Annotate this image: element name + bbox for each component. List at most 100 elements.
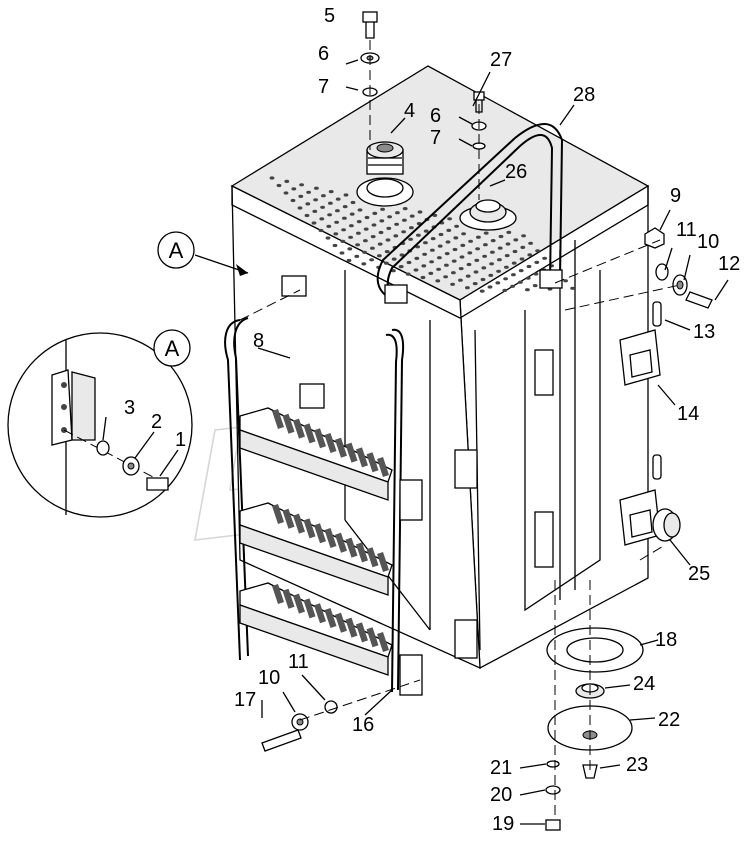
callout-21: 21 (490, 757, 512, 779)
perforation-hole (284, 179, 290, 183)
perforation-hole (483, 231, 489, 235)
callout-23: 23 (626, 754, 648, 776)
perforation-hole (371, 223, 377, 227)
ladder-step (239, 502, 393, 596)
perforation-hole (348, 235, 353, 239)
callout-26: 26 (505, 161, 527, 183)
perforation-hole (363, 227, 369, 231)
perforation-hole (454, 224, 459, 228)
perforation-hole (349, 224, 354, 228)
perforation-hole (528, 241, 533, 245)
perforation-hole (511, 273, 516, 277)
perforation-hole (498, 234, 504, 239)
perforation-hole (473, 270, 479, 274)
leader-lines (102, 59, 729, 825)
svg-text:A: A (165, 336, 180, 361)
perforation-hole (496, 269, 501, 273)
perforation-hole (445, 240, 451, 244)
callout-28: 28 (573, 84, 595, 106)
perforation-hole (405, 272, 411, 276)
perforation-hole (479, 289, 485, 293)
perforation-hole (451, 271, 456, 275)
perforation-hole (391, 257, 397, 261)
perforation-hole (417, 210, 423, 214)
perforation-hole (385, 238, 391, 242)
perforation-hole (570, 286, 575, 290)
perforation-hole (444, 263, 449, 267)
perforation-hole (356, 220, 362, 224)
callout-2: 2 (151, 411, 162, 433)
perforation-hole (487, 285, 493, 289)
callout-24: 24 (633, 673, 655, 695)
perforation-hole (438, 232, 444, 237)
perforation-hole (402, 218, 407, 222)
perforation-hole (436, 267, 441, 271)
callout-13: 13 (693, 321, 715, 343)
detail-marker-inset: A (153, 329, 191, 367)
perforation-hole (476, 235, 481, 239)
perforation-hole (437, 244, 443, 248)
perforation-hole (387, 215, 392, 219)
perforation-hole (432, 213, 438, 217)
perforation-hole (518, 269, 524, 273)
perforation-hole (482, 254, 487, 258)
perforation-hole (422, 252, 427, 256)
perforation-hole (313, 198, 318, 202)
perforation-hole (320, 205, 325, 209)
ladder-steps (239, 407, 393, 676)
perforation-hole (416, 233, 421, 237)
perforation-hole (398, 265, 404, 269)
assembly-lines (239, 40, 681, 820)
perforation-hole (475, 247, 480, 251)
perforation-hole (401, 230, 406, 234)
perforation-hole (533, 272, 539, 276)
callout-8: 8 (253, 330, 264, 352)
callout-4: 4 (404, 100, 415, 122)
perforation-hole (413, 268, 419, 272)
callout-12: 12 (718, 253, 740, 275)
perforation-hole (355, 243, 360, 247)
perforation-hole (327, 213, 332, 217)
perforation-hole (364, 215, 370, 220)
perforation-hole (458, 267, 464, 271)
perforation-hole (563, 279, 568, 283)
callout-7: 7 (430, 127, 441, 149)
perforation-hole (450, 282, 455, 286)
perforation-hole (490, 239, 496, 243)
perforation-hole (423, 229, 429, 233)
fuel-sender (459, 199, 517, 231)
perforation-hole (447, 217, 452, 221)
perforation-hole (377, 242, 383, 246)
perforation-hole (452, 247, 458, 252)
perforation-hole (520, 245, 526, 249)
detail-a-inset (7, 332, 193, 518)
hinge-brackets (619, 301, 681, 546)
perforation-hole (386, 226, 392, 230)
filler-cap (356, 141, 414, 207)
perforation-hole (362, 250, 367, 254)
callout-11: 11 (676, 219, 697, 241)
perforation-hole (379, 219, 385, 223)
perforation-hole (460, 243, 466, 247)
perforation-hole (311, 221, 317, 225)
perforation-hole (384, 250, 390, 254)
perforation-hole (409, 226, 414, 230)
ladder-step (239, 407, 393, 501)
perforation-hole (343, 193, 349, 197)
perforation-hole (335, 197, 341, 201)
callout-20: 20 (490, 784, 512, 806)
perforation-hole (363, 239, 368, 243)
perforation-hole (519, 257, 525, 261)
perforation-hole (370, 235, 376, 239)
perforation-hole (391, 269, 396, 273)
perforation-hole (318, 228, 324, 233)
perforation-hole (506, 230, 512, 234)
perforation-hole (393, 234, 399, 238)
perforation-hole (534, 260, 540, 264)
callout-27: 27 (490, 49, 512, 71)
perforation-hole (421, 264, 427, 268)
perforation-hole (437, 256, 442, 260)
perforation-hole (453, 236, 459, 240)
perforation-hole (372, 211, 378, 215)
perforation-hole (474, 258, 480, 262)
